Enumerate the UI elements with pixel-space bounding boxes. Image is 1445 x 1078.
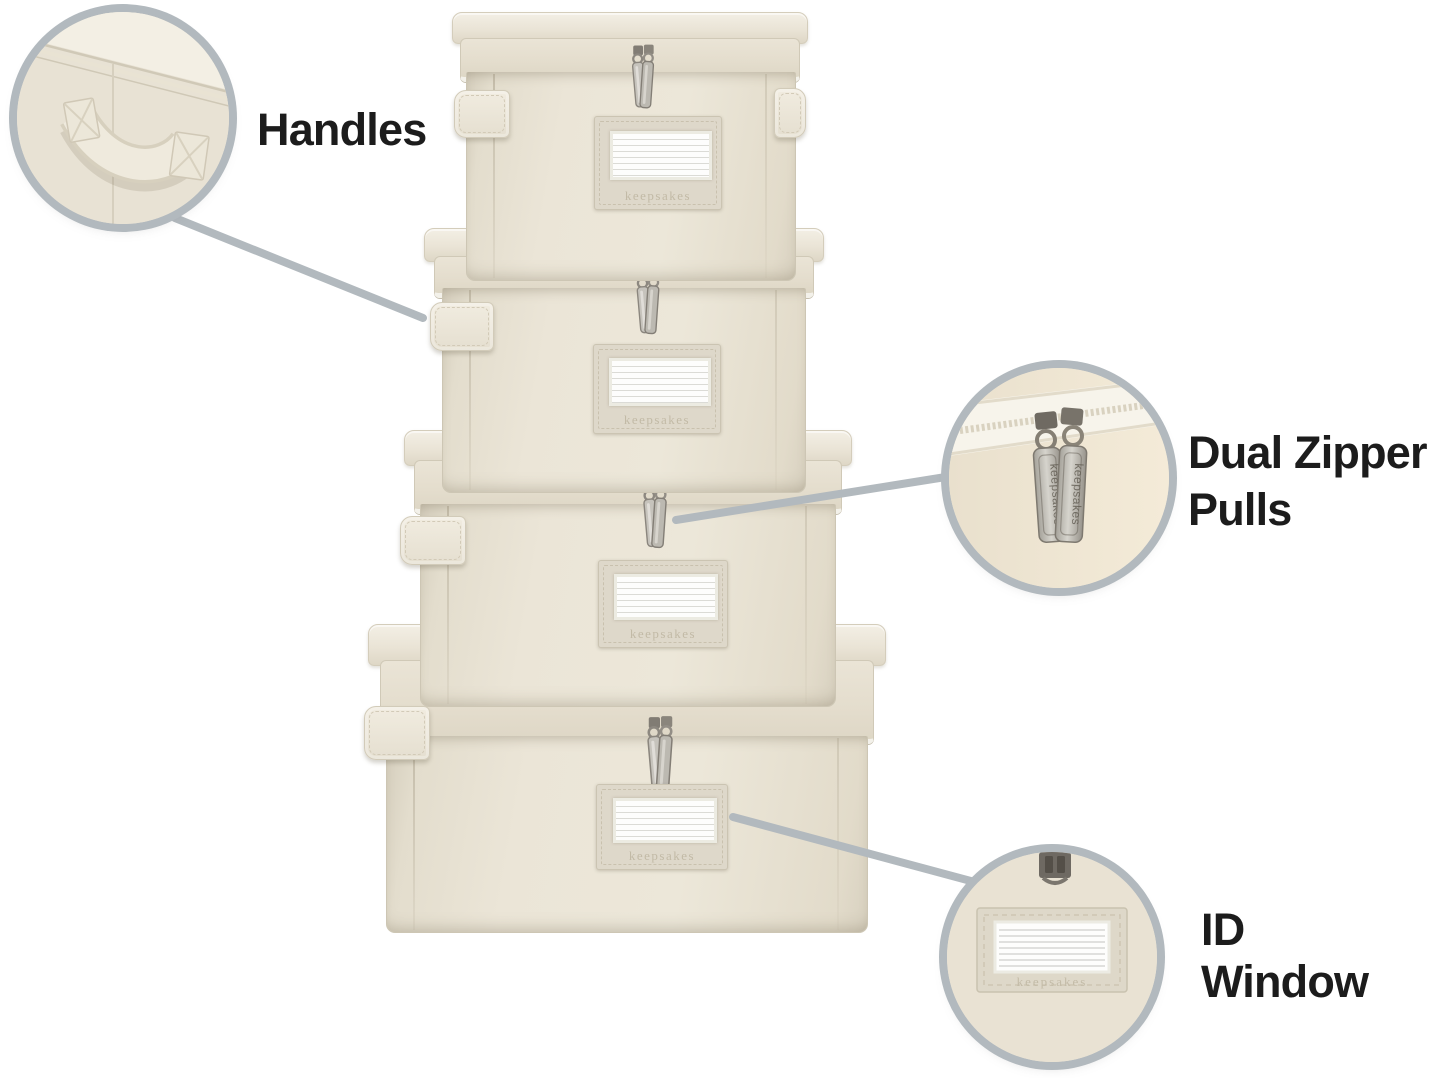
brand-emboss: keepsakes	[623, 412, 691, 427]
callout-label-handles: Handles	[257, 104, 427, 155]
zipper-pull-right	[655, 734, 673, 790]
id-window-card	[609, 358, 711, 406]
zipper-pull-engraving: keepsakes	[1069, 463, 1086, 526]
box-handle-left	[430, 302, 494, 351]
brand-emboss: keepsakes	[624, 188, 692, 203]
zipper-pull-right	[651, 497, 667, 549]
lid-edge	[17, 12, 229, 90]
zipper-pull-right	[639, 60, 655, 109]
callout-id-window: keepsakes	[947, 852, 1157, 1062]
box-handle-left	[364, 706, 430, 760]
callout-dual-zipper-pulls: keepsakes keepsakes	[949, 368, 1169, 588]
brand-emboss: keepsakes	[1017, 974, 1088, 989]
handle-patch-right	[168, 131, 210, 181]
box-handle-left	[454, 90, 510, 138]
id-window: keepsakes	[593, 344, 721, 434]
box-handle-right	[774, 88, 806, 138]
id-window-card	[610, 130, 712, 181]
box-handle-left	[400, 516, 466, 565]
zipper-pull-right: keepsakes	[1054, 444, 1088, 543]
brand-emboss: keepsakes	[629, 626, 697, 641]
id-window: keepsakes	[594, 116, 722, 210]
brand-emboss: keepsakes	[628, 848, 696, 863]
zipper-pulls	[643, 480, 667, 549]
callout-handles	[17, 12, 229, 224]
zipper-slider	[632, 44, 654, 65]
zipper-teeth	[949, 398, 1169, 436]
zipper-pull-right	[644, 285, 660, 335]
zipper-pulls	[631, 44, 655, 109]
id-window-card	[614, 573, 718, 621]
line-to-handle	[171, 214, 427, 322]
callout-label-dual-zipper-pulls: Dual Zipper Pulls	[1188, 427, 1428, 536]
handle-patch-left	[62, 97, 101, 143]
zipper-slider	[647, 716, 673, 739]
zipper-slider	[1034, 407, 1084, 451]
callout-label-id-window: ID Window	[1201, 904, 1369, 1008]
id-window-card	[612, 797, 718, 844]
zipper-pulls	[647, 716, 673, 790]
storage-box-small-top: keepsakes	[452, 12, 808, 281]
id-window-frame: keepsakes	[976, 907, 1128, 993]
id-window: keepsakes	[596, 784, 728, 870]
id-window: keepsakes	[598, 560, 728, 648]
zipper-pull-top	[1039, 852, 1071, 885]
